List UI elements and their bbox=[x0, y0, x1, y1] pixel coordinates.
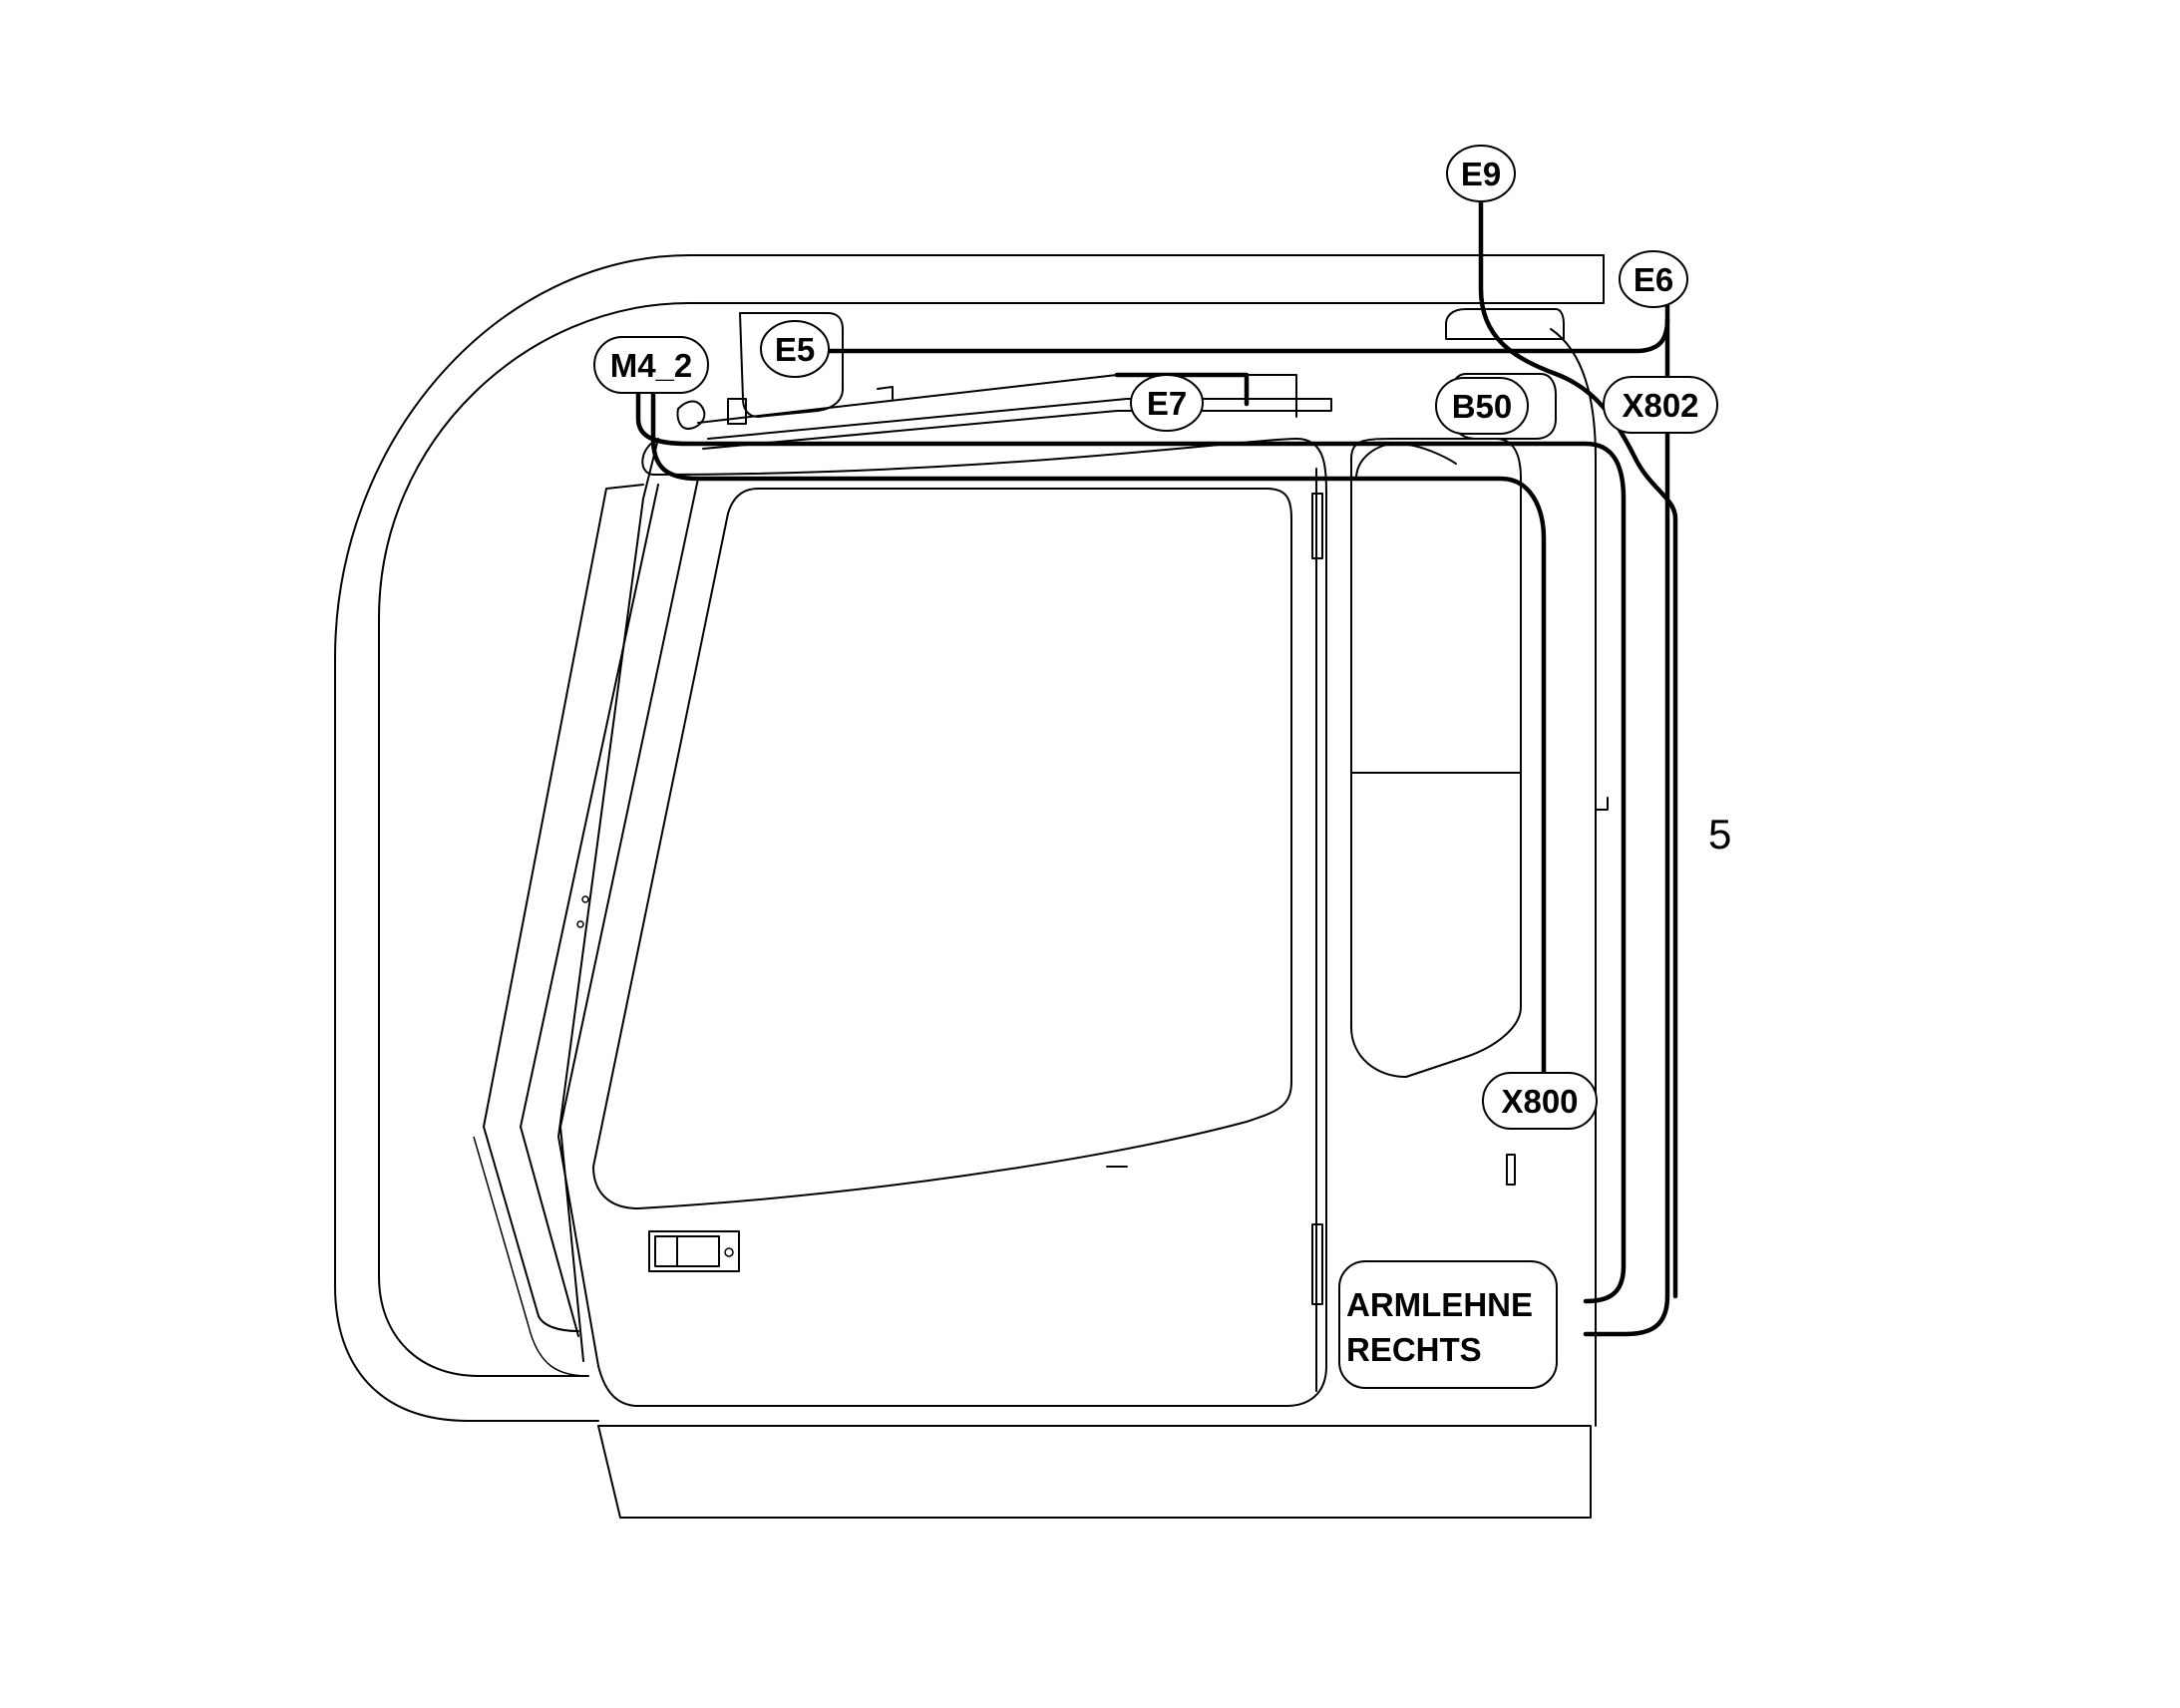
label-x800-text: X800 bbox=[1501, 1083, 1578, 1120]
label-b50: B50 bbox=[1435, 377, 1529, 435]
door-hinge-lower bbox=[1311, 1223, 1323, 1305]
door-window bbox=[592, 488, 1292, 1209]
label-armrest: ARMLEHNE RECHTS bbox=[1338, 1260, 1558, 1389]
door bbox=[473, 438, 1327, 1407]
label-e6: E6 bbox=[1619, 250, 1688, 308]
door-left-post-3 bbox=[559, 478, 699, 1362]
label-e5: E5 bbox=[760, 320, 830, 378]
label-b50-bubble bbox=[1435, 377, 1529, 435]
label-e7-bubble bbox=[1130, 374, 1204, 432]
front-post-outline bbox=[1550, 328, 1597, 1427]
wiper-rail-inner bbox=[702, 398, 1332, 450]
wiper-motor bbox=[676, 400, 706, 430]
label-e9-bubble bbox=[1446, 145, 1516, 202]
label-e6-text: E6 bbox=[1634, 261, 1673, 298]
wiper-arm bbox=[877, 386, 894, 400]
door-left-post-4 bbox=[473, 1136, 589, 1377]
wiring-harness bbox=[635, 191, 1678, 1337]
label-m4-2-bubble bbox=[593, 336, 709, 394]
front-window bbox=[1350, 438, 1609, 1186]
door-left-post-1 bbox=[483, 484, 644, 1332]
front-pillar-curve bbox=[1355, 443, 1457, 480]
door-dot-1 bbox=[581, 895, 589, 903]
label-e6-bubble bbox=[1619, 250, 1688, 308]
cab-inner-frame bbox=[378, 302, 1552, 1377]
label-armrest-line2: RECHTS bbox=[1346, 1331, 1482, 1368]
b50-bracket-upper bbox=[1445, 308, 1565, 340]
label-e9-text: E9 bbox=[1461, 156, 1501, 192]
label-e5-bubble bbox=[760, 320, 830, 378]
label-armrest-line1: ARMLEHNE bbox=[1346, 1286, 1533, 1323]
label-x800-bubble bbox=[1482, 1072, 1598, 1130]
front-bracket bbox=[1595, 797, 1609, 811]
label-e7: E7 bbox=[1130, 374, 1204, 432]
door-handle bbox=[648, 1230, 740, 1272]
label-e7-text: E7 bbox=[1147, 385, 1187, 422]
wiper-motor-mount bbox=[727, 398, 747, 425]
bottom-step bbox=[597, 1425, 1592, 1519]
label-e9: E9 bbox=[1446, 145, 1516, 202]
label-e5-text: E5 bbox=[775, 331, 815, 368]
door-outer-outline bbox=[557, 438, 1327, 1407]
label-b50-text: B50 bbox=[1452, 388, 1513, 425]
cab-outer-frame bbox=[334, 254, 1605, 1422]
label-x802-bubble bbox=[1603, 376, 1718, 434]
label-m4-2: M4_2 bbox=[593, 336, 709, 394]
wire-m4-x800 bbox=[650, 391, 1547, 1090]
door-hinge-upper bbox=[1311, 493, 1323, 559]
label-x800: X800 bbox=[1482, 1072, 1598, 1130]
wire-m4-roof bbox=[635, 391, 1627, 1304]
label-x802-text: X802 bbox=[1622, 387, 1698, 424]
door-left-post-2 bbox=[520, 484, 659, 1337]
item-number: 5 bbox=[1708, 811, 1731, 857]
label-armrest-box bbox=[1338, 1260, 1558, 1389]
label-x802: X802 bbox=[1603, 376, 1718, 434]
door-dot-2 bbox=[576, 920, 584, 928]
front-latch bbox=[1506, 1154, 1516, 1186]
wire-e9 bbox=[1478, 191, 1678, 1299]
front-window-outline bbox=[1350, 438, 1522, 1078]
wire-e6-armrest bbox=[1583, 316, 1670, 1337]
cab-outline bbox=[334, 254, 1605, 1519]
roof-strip bbox=[1540, 254, 1605, 304]
label-m4-2-text: M4_2 bbox=[610, 347, 693, 384]
